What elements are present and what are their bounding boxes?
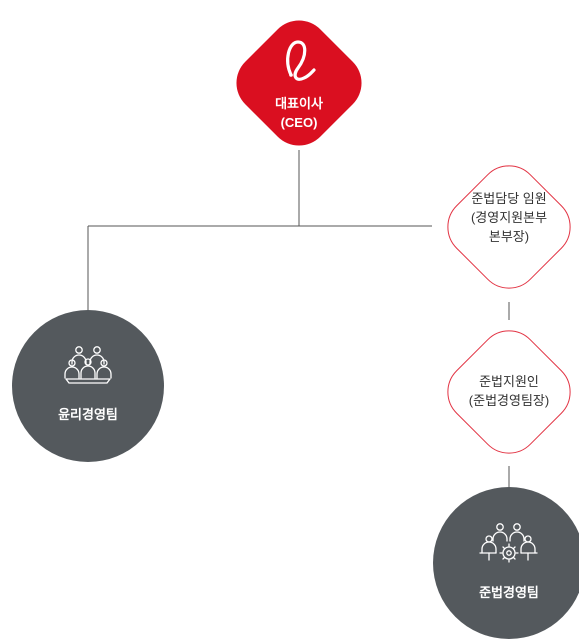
compliance-officer-title: 준법담당 임원 xyxy=(471,191,547,206)
ethics-team-label: 윤리경영팀 xyxy=(58,407,118,422)
ceo-node xyxy=(236,20,362,146)
compliance-officer-node xyxy=(447,165,571,289)
compliance-officer-label: 준법담당 임원 (경영지원본부 본부장) xyxy=(444,189,574,246)
compliance-officer-dept: (경영지원본부 xyxy=(470,210,548,225)
ceo-subtitle: (CEO) xyxy=(280,115,318,130)
ceo-label: 대표이사 (CEO) xyxy=(249,94,349,132)
team-gear-icon xyxy=(479,523,538,563)
compliance-supporter-role: (준법경영팀장) xyxy=(468,393,550,408)
team-people-icon xyxy=(64,346,112,384)
lotte-logo-icon xyxy=(286,40,316,81)
ethics-team-node xyxy=(12,310,164,462)
connector-lines xyxy=(87,150,510,490)
compliance-supporter-label: 준법지원인 (준법경영팀장) xyxy=(444,372,574,410)
logo-dot xyxy=(289,73,293,77)
compliance-officer-position: 본부장) xyxy=(488,229,530,244)
compliance-supporter-node xyxy=(447,330,571,454)
compliance-supporter-title: 준법지원인 xyxy=(479,374,539,389)
compliance-team-label: 준법경영팀 xyxy=(479,585,539,600)
compliance-team-node xyxy=(433,487,579,639)
ceo-title: 대표이사 xyxy=(275,96,323,111)
